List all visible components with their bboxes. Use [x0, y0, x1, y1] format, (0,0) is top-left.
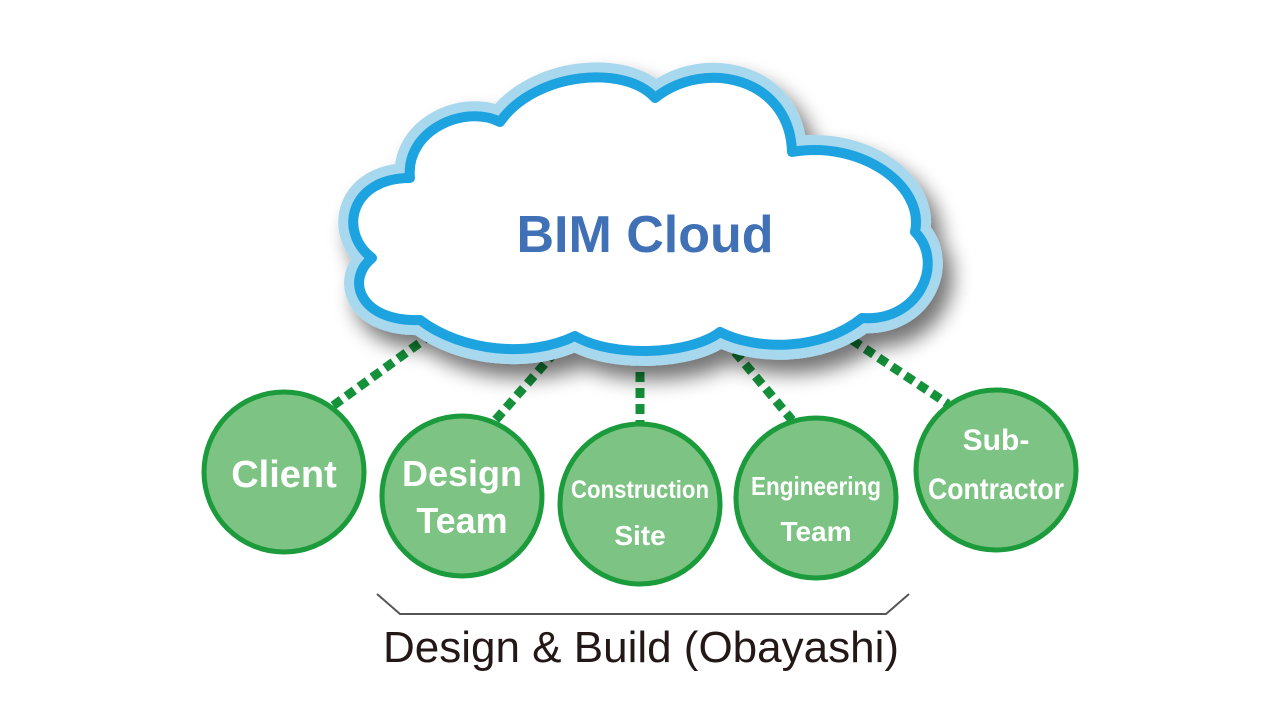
cloud-inner-border	[348, 72, 933, 356]
node-design-team-label-line2: Team	[416, 500, 507, 541]
node-engineering-team-label-line2: Team	[780, 516, 851, 547]
node-engineering-team-circle	[733, 415, 899, 581]
node-sub-contractor: Sub- Contractor	[913, 387, 1079, 553]
node-client: Client	[201, 389, 367, 555]
node-client-circle	[201, 389, 367, 555]
node-design-team-label-line1: Design	[402, 453, 522, 494]
connector-lines	[327, 330, 951, 427]
node-construction-site-label-line2: Site	[614, 520, 665, 551]
node-client-label: Client	[231, 454, 337, 496]
node-engineering-team: Engineering Team	[733, 415, 899, 581]
node-sub-contractor-circle	[913, 387, 1079, 553]
connector-client	[327, 330, 435, 412]
node-sub-contractor-label-line2: Contractor	[928, 473, 1064, 506]
node-construction-site-label-line1: Construction	[571, 476, 709, 504]
node-design-team: Design Team	[379, 413, 545, 579]
node-sub-contractor-label-line1: Sub-	[963, 424, 1030, 457]
cloud-title: BIM Cloud	[516, 206, 773, 264]
node-engineering-team-label-line1: Engineering	[751, 471, 881, 501]
node-construction-site-circle	[557, 421, 723, 587]
group-label: Design & Build (Obayashi)	[383, 623, 899, 672]
stakeholder-nodes: Client Design Team Construction Site Eng…	[201, 387, 1079, 587]
connector-engineering-team	[731, 349, 796, 423]
bim-cloud: BIM Cloud	[338, 62, 943, 366]
connector-sub-contractor	[849, 336, 951, 408]
group-bracket	[376, 593, 910, 615]
node-construction-site: Construction Site	[557, 421, 723, 587]
node-design-team-circle	[379, 413, 545, 579]
